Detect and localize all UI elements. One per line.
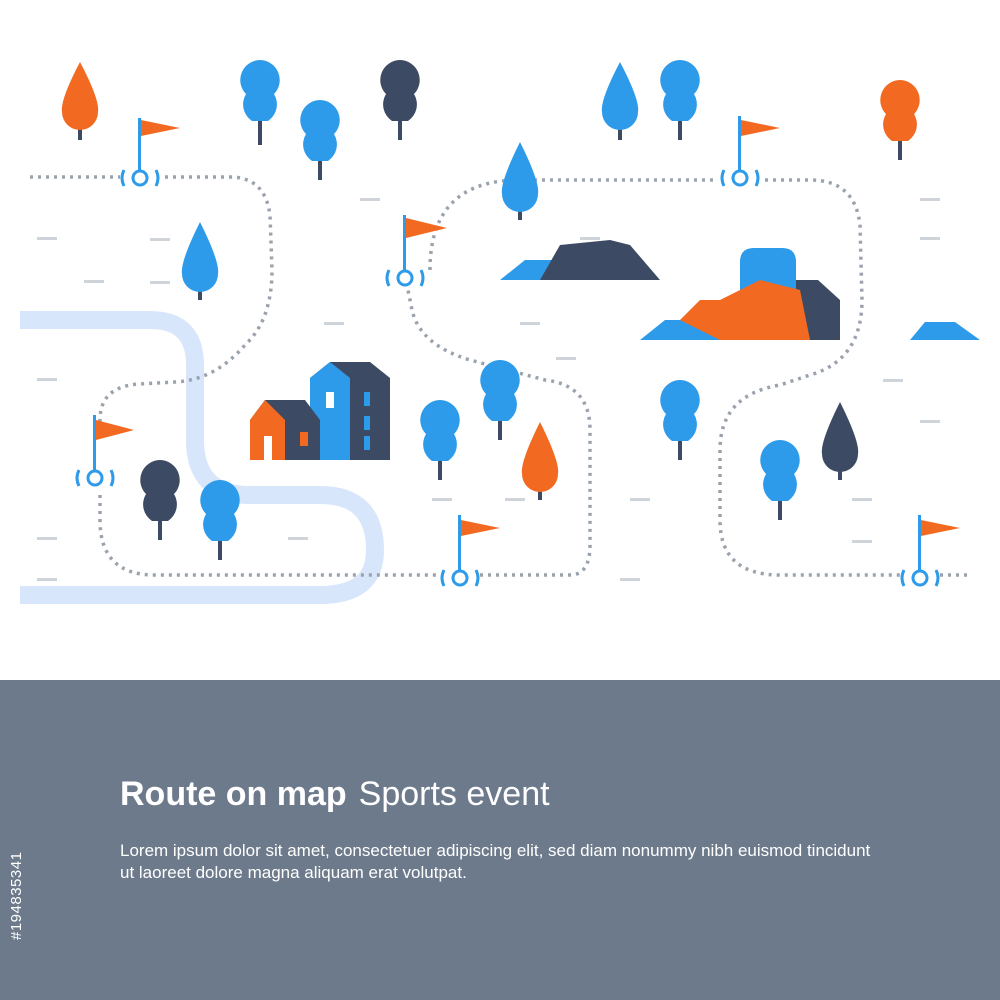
- checkpoint-flag: [75, 415, 134, 487]
- tree: [61, 62, 99, 140]
- tree: [181, 222, 219, 300]
- route-trail: [30, 175, 970, 577]
- mountain: [500, 240, 660, 280]
- tree: [420, 400, 460, 480]
- route-map-illustration: [20, 60, 980, 604]
- tree: [521, 422, 559, 500]
- headline-light: Sports event: [358, 775, 550, 813]
- river: [20, 311, 384, 604]
- checkpoint-flag: [440, 515, 500, 587]
- tree: [880, 80, 920, 160]
- tree: [821, 402, 859, 480]
- tree: [501, 142, 539, 220]
- headline-bold: Route on map: [120, 775, 347, 813]
- tree: [760, 440, 800, 520]
- ground-marks: [37, 198, 940, 581]
- info-banner: [0, 680, 1000, 1000]
- banner-description: Lorem ipsum dolor sit amet, consectetuer…: [120, 841, 871, 882]
- tree: [380, 60, 420, 140]
- tree: [300, 100, 340, 180]
- houses: [250, 362, 390, 460]
- tree: [140, 460, 180, 540]
- tree: [601, 62, 639, 140]
- tree: [200, 480, 240, 560]
- tree: [660, 380, 700, 460]
- checkpoint-flag: [900, 515, 960, 587]
- stock-image-id: #194835341: [8, 851, 25, 940]
- banner-headline: Route on map Sports event: [120, 772, 550, 816]
- tree: [480, 360, 520, 440]
- checkpoint-flag: [720, 116, 780, 187]
- tree: [660, 60, 700, 140]
- mountain: [640, 248, 840, 340]
- mountain: [910, 322, 980, 340]
- tree: [240, 60, 280, 145]
- checkpoint-flag: [385, 215, 447, 287]
- checkpoint-flag: [120, 118, 180, 187]
